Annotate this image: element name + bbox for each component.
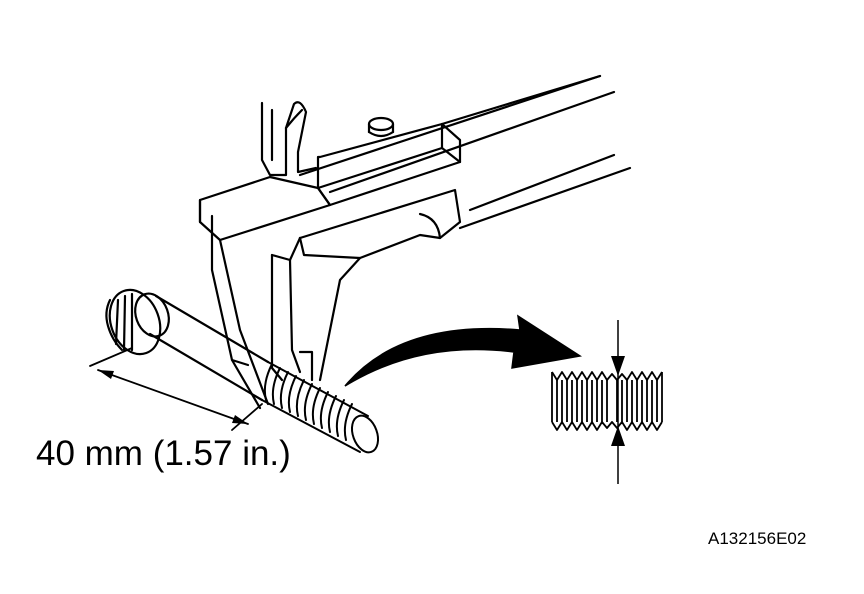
callout-arrow (344, 314, 583, 387)
dimension-arrowheads (98, 370, 248, 424)
figure-code: A132156E02 (708, 529, 807, 548)
dimension-label: 40 mm (1.57 in.) (36, 434, 291, 473)
bolt-thread (261, 361, 380, 454)
caliper-sliding-jaw (270, 188, 462, 382)
dimension-line (89, 347, 263, 431)
caliper-upper-jaws (260, 101, 318, 177)
thread-measure-arrows (611, 320, 625, 484)
thread-detail (551, 371, 663, 431)
bolt-shank (148, 294, 270, 402)
caliper-fixed-jaw (198, 175, 332, 410)
bolt-head (105, 288, 170, 356)
caliper-beam (298, 74, 632, 230)
